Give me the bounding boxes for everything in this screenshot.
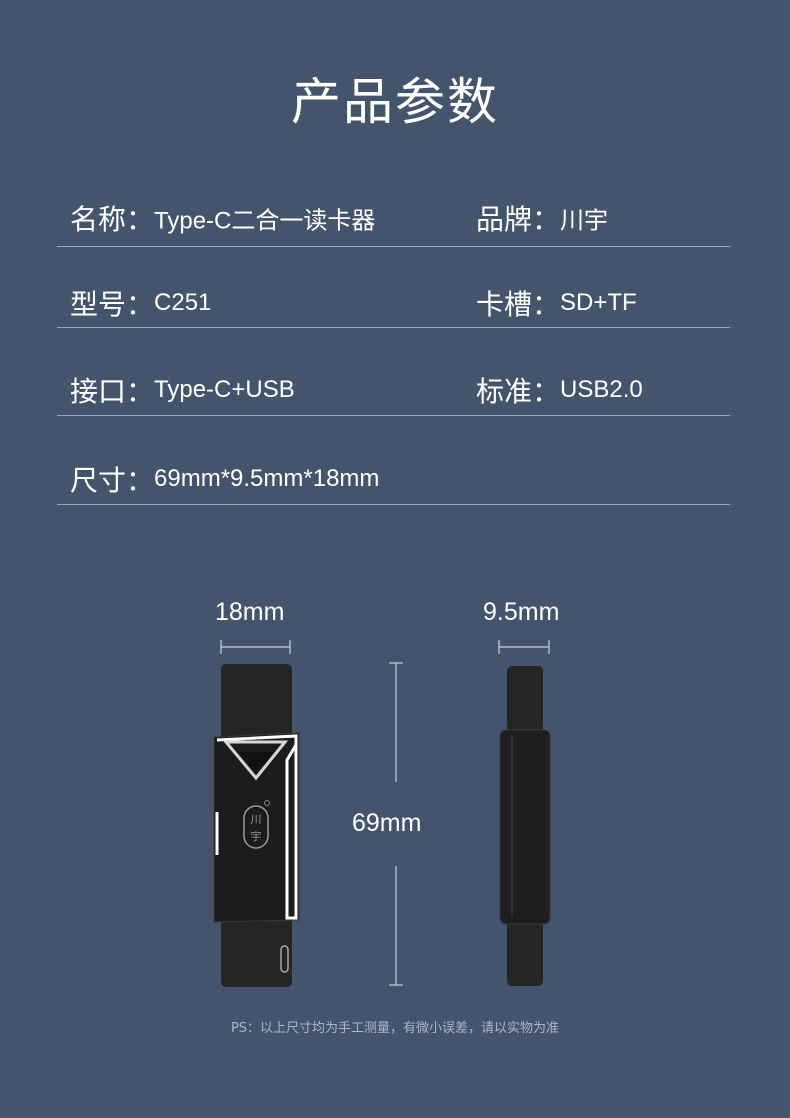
spec-label: 卡槽： — [476, 288, 561, 321]
spec-row-3: 接口：Type-C+USB 标准：USB2.0 — [57, 370, 730, 416]
page-title: 产品参数 — [291, 73, 499, 131]
spec-row-4: 尺寸：69mm*9.5mm*18mm — [57, 459, 730, 505]
logo-mark: 川 — [251, 813, 262, 826]
spec-slot: 卡槽：SD+TF — [476, 283, 637, 323]
spec-label: 标准： — [476, 375, 561, 408]
spec-brand: 品牌：川宇 — [476, 198, 608, 238]
spec-size: 尺寸：69mm*9.5mm*18mm — [70, 459, 379, 499]
spec-label: 接口： — [70, 375, 155, 408]
spec-value: C251 — [154, 289, 212, 316]
spec-interface: 接口：Type-C+USB — [70, 370, 295, 410]
spec-label: 尺寸： — [70, 464, 155, 497]
card-reader-side-view — [499, 666, 551, 986]
spec-value: Type-C+USB — [154, 376, 295, 403]
spec-value: USB2.0 — [560, 376, 643, 403]
length-dimension-line — [389, 662, 403, 986]
width-dimension-line — [220, 640, 291, 654]
spec-value: 69mm*9.5mm*18mm — [154, 465, 380, 492]
card-reader-front-view: 川 宇 — [213, 664, 300, 987]
spec-row-1: 名称：Type-C二合一读卡器 品牌：川宇 — [57, 198, 730, 247]
logo-mark: 宇 — [251, 830, 262, 843]
thickness-dimension-line — [498, 640, 550, 654]
spec-label: 型号： — [70, 288, 155, 321]
spec-standard: 标准：USB2.0 — [476, 370, 643, 410]
spec-value: SD+TF — [560, 289, 637, 316]
spec-label: 名称： — [70, 203, 155, 236]
thickness-label: 9.5mm — [483, 598, 560, 626]
spec-model: 型号：C251 — [70, 283, 211, 323]
measurement-footnote: PS：以上尺寸均为手工测量，有微小误差，请以实物为准 — [230, 1021, 560, 1036]
length-label: 69mm — [352, 809, 422, 837]
width-label: 18mm — [215, 598, 285, 626]
spec-value: 川宇 — [560, 207, 609, 235]
spec-value: Type-C二合一读卡器 — [154, 207, 376, 235]
spec-label: 品牌： — [476, 203, 561, 236]
spec-name: 名称：Type-C二合一读卡器 — [70, 198, 375, 238]
spec-row-2: 型号：C251 卡槽：SD+TF — [57, 283, 730, 328]
